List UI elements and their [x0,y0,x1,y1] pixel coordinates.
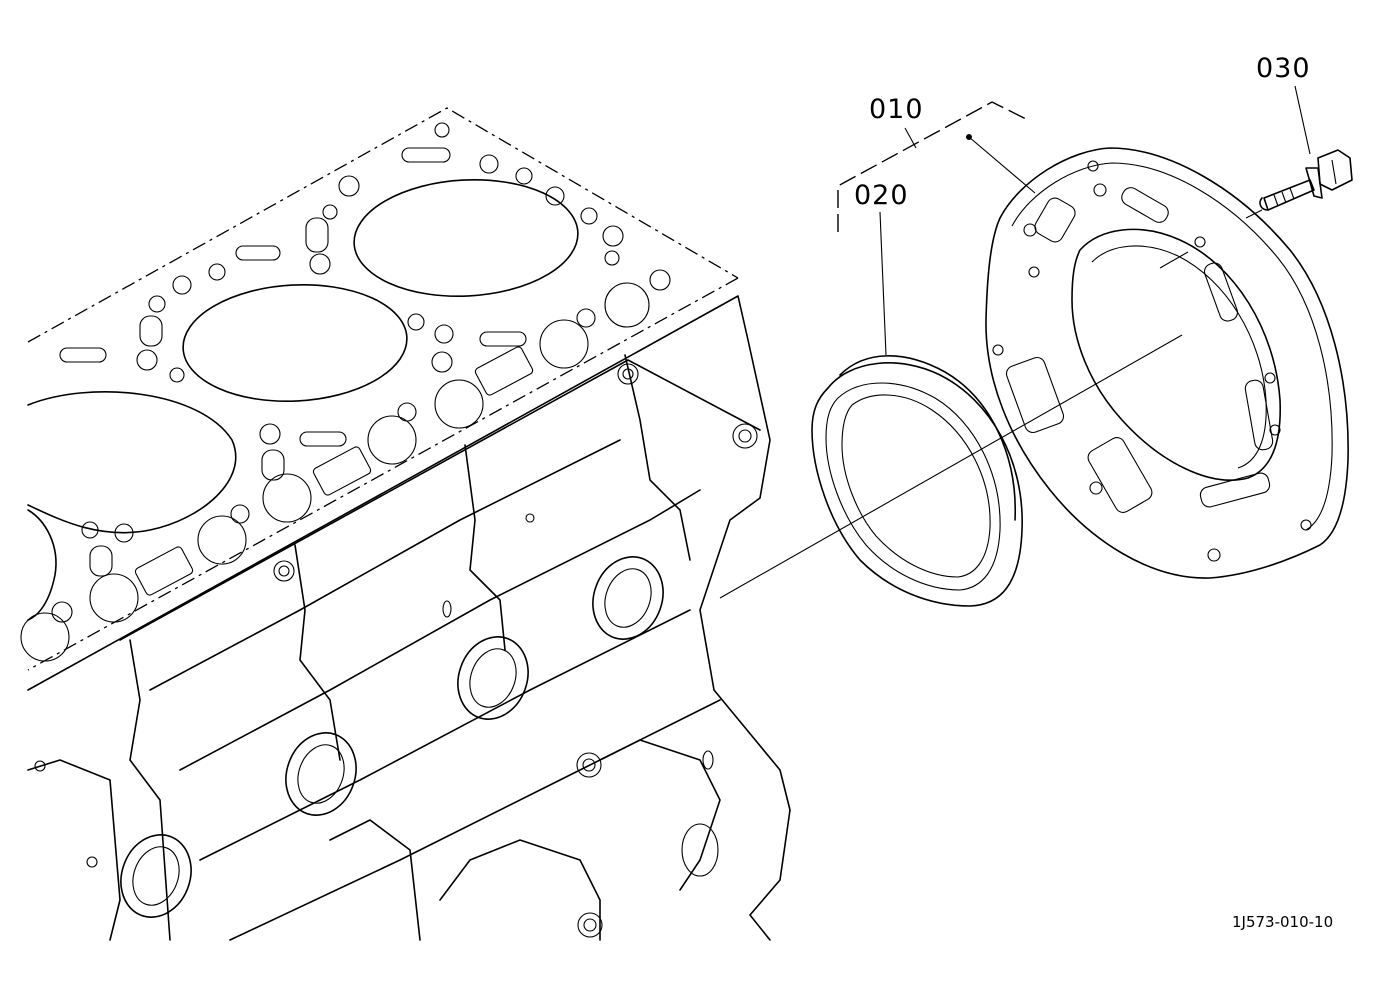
seal-housing-icon [985,147,1349,579]
engine-block-icon [20,107,791,941]
callout-020: 020 [854,180,909,211]
oil-seal-icon [811,355,1023,607]
callout-010: 010 [869,94,924,125]
center-axis-line [719,334,1183,599]
leader-lines [837,85,1311,356]
figure-code: 1J573-010-10 [1232,913,1334,931]
flange-bolt-icon [1245,149,1353,219]
callout-030: 030 [1256,53,1311,84]
